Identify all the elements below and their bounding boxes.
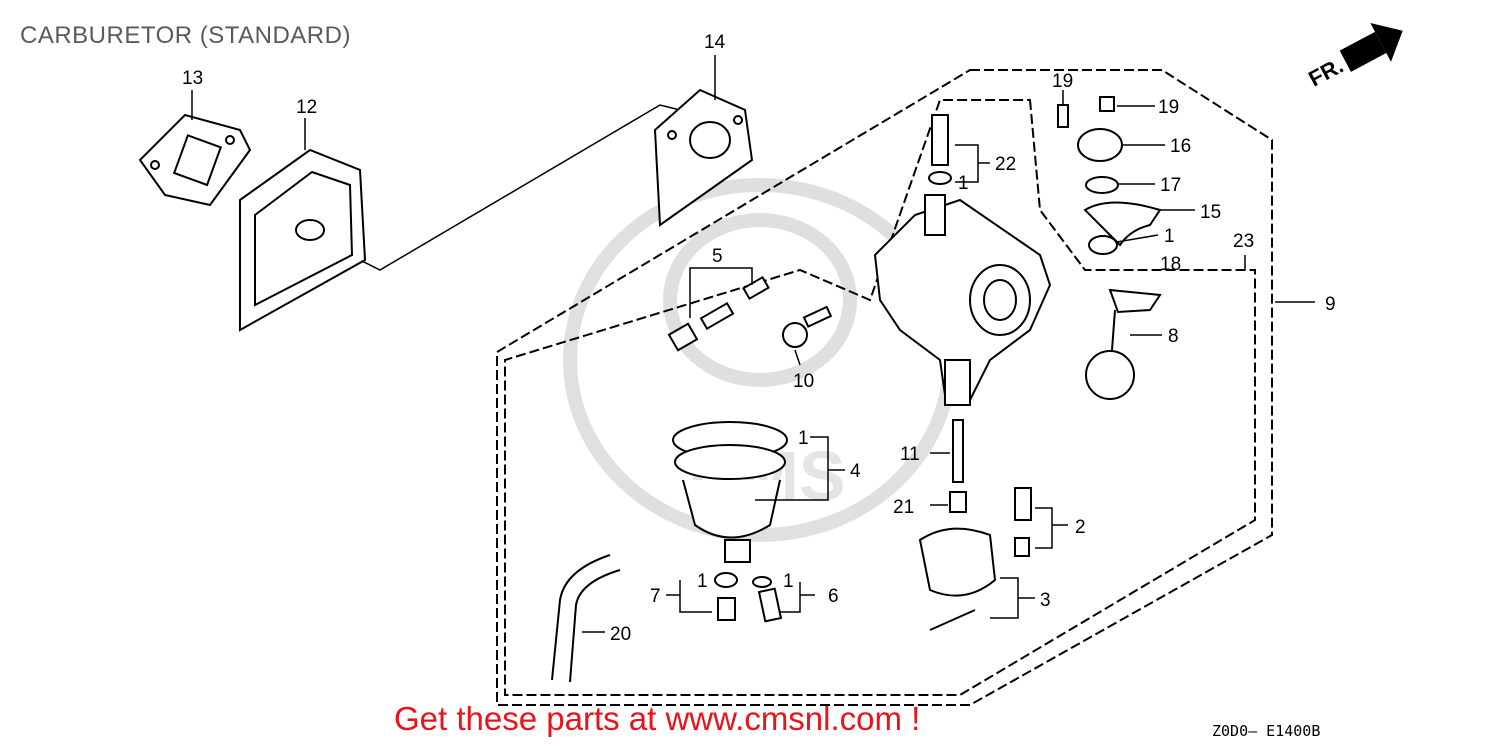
callout-6: 6 — [828, 586, 839, 607]
part-11-main-nozzle — [952, 419, 964, 483]
callout-12: 12 — [296, 97, 317, 118]
callout-17: 17 — [1160, 175, 1181, 196]
callout-23: 23 — [1233, 231, 1254, 252]
part-16-choke-lever — [1077, 128, 1123, 162]
front-direction-arrow: FR. — [1304, 23, 1403, 92]
callout-5: 5 — [712, 246, 723, 267]
part-3-float — [918, 527, 997, 631]
callout-8: 8 — [1168, 326, 1179, 347]
callout-leaders — [191, 55, 1315, 633]
part-18-seal — [1088, 235, 1118, 255]
diagram-title: CARBURETOR (STANDARD) — [20, 22, 351, 49]
callout-2: 2 — [1075, 517, 1086, 538]
part-13-gasket — [138, 113, 252, 207]
diagram-code: Z0D0— E1400B — [1212, 722, 1321, 740]
part-10-throttle-stop-screw — [782, 305, 833, 348]
part-4-float-bowl — [672, 421, 788, 563]
part-21-main-jet — [949, 491, 967, 513]
part-5-pilot-screw-set — [667, 275, 770, 352]
callout-1e: 1 — [783, 571, 794, 592]
part-19-screws — [1057, 96, 1115, 128]
callout-7: 7 — [650, 586, 661, 607]
part-12-insulator — [239, 148, 367, 332]
part-22-screw — [928, 114, 952, 185]
callout-9: 9 — [1325, 294, 1336, 315]
callout-1b: 1 — [1164, 226, 1175, 247]
part-8-choke-valve — [1085, 288, 1162, 400]
assembly-outline-inner — [504, 99, 1256, 696]
callout-22: 22 — [995, 154, 1016, 175]
part-14-gasket — [653, 88, 754, 227]
part-2-needle-valve — [1014, 487, 1032, 557]
callout-14: 14 — [704, 32, 726, 53]
callout-1a: 1 — [958, 173, 969, 194]
callout-21: 21 — [893, 497, 914, 518]
callout-19b: 19 — [1158, 97, 1179, 118]
callout-16: 16 — [1170, 136, 1191, 157]
part-17-washer — [1085, 176, 1119, 194]
part-20-drain-tube — [551, 554, 621, 683]
promo-link-text[interactable]: Get these parts at www.cmsnl.com ! — [394, 700, 921, 737]
callout-18: 18 — [1160, 254, 1181, 275]
callout-labels: 14 13 12 19 19 16 22 1 17 15 1 18 23 9 8… — [182, 32, 1336, 645]
callout-4: 4 — [850, 461, 861, 482]
callout-3: 3 — [1040, 590, 1051, 611]
carburetor-body — [873, 194, 1052, 406]
callout-1c: 1 — [798, 428, 809, 449]
part-6-drain-screw — [752, 576, 783, 623]
part-7-drain-bolt — [714, 572, 738, 621]
callout-1d: 1 — [697, 571, 708, 592]
callout-11: 11 — [900, 444, 920, 465]
callout-19a: 19 — [1052, 71, 1073, 92]
callout-15: 15 — [1200, 202, 1221, 223]
callout-13: 13 — [182, 68, 203, 89]
front-direction-label: FR. — [1304, 53, 1347, 92]
callout-10: 10 — [793, 371, 814, 392]
callout-20: 20 — [610, 624, 631, 645]
assembly-outline-outer — [496, 69, 1273, 706]
